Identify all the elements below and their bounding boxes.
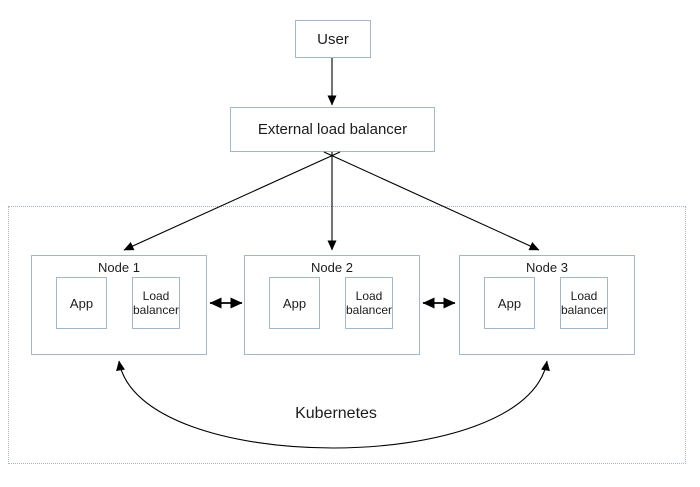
node-1-box: Node 1 App Load balancer bbox=[31, 255, 207, 355]
node-2-app-label: App bbox=[282, 295, 307, 311]
user-label: User bbox=[317, 30, 349, 48]
node-1-load-balancer-box: Load balancer bbox=[132, 277, 180, 329]
node-3-app-label: App bbox=[497, 295, 522, 311]
node-2-app-box: App bbox=[269, 277, 320, 329]
node-2-label: Node 2 bbox=[311, 260, 353, 275]
node-1-label: Node 1 bbox=[98, 260, 140, 275]
node-1-app-box: App bbox=[56, 277, 107, 329]
kubernetes-label: Kubernetes bbox=[295, 405, 377, 422]
node-3-box: Node 3 App Load balancer bbox=[459, 255, 635, 355]
node-2-box: Node 2 App Load balancer bbox=[244, 255, 420, 355]
node-3-app-box: App bbox=[484, 277, 535, 329]
node-2-load-balancer-label: Load balancer bbox=[345, 288, 393, 317]
node-1-app-label: App bbox=[69, 295, 94, 311]
node-3-load-balancer-label: Load balancer bbox=[560, 288, 608, 317]
node-1-load-balancer-label: Load balancer bbox=[132, 288, 180, 317]
node-3-load-balancer-box: Load balancer bbox=[560, 277, 608, 329]
external-load-balancer-label: External load balancer bbox=[257, 121, 408, 138]
user-box: User bbox=[295, 20, 371, 58]
kubernetes-cluster-boundary: Node 1 App Load balancer Node 2 App Load… bbox=[8, 206, 686, 464]
node-2-load-balancer-box: Load balancer bbox=[345, 277, 393, 329]
external-load-balancer-box: External load balancer bbox=[230, 107, 435, 152]
node-3-label: Node 3 bbox=[526, 260, 568, 275]
